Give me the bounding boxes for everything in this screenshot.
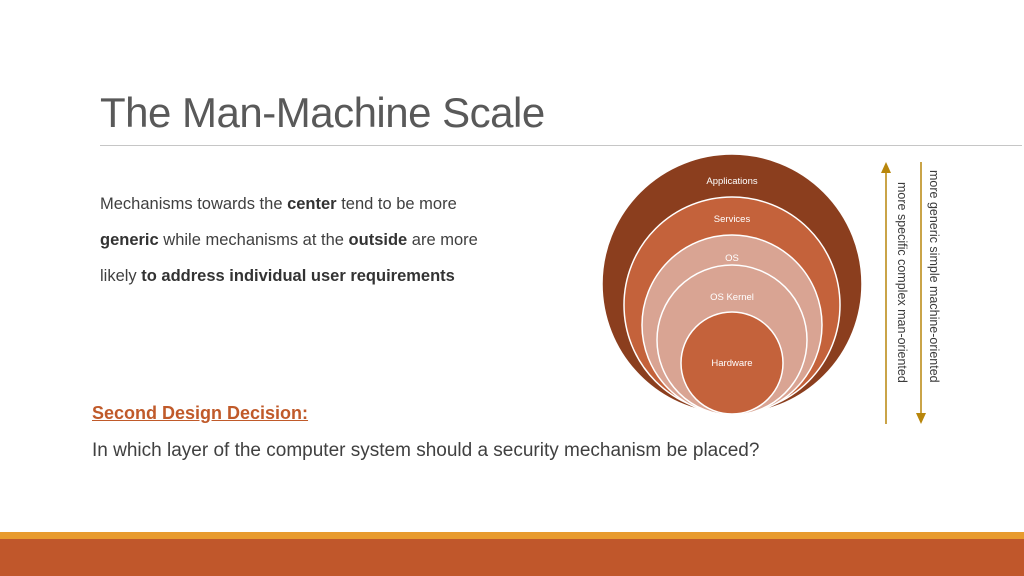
body-bold-center: center [287,195,337,213]
layer-label-os: OS [725,253,739,264]
body-text-segment: while mechanisms at the [158,231,349,249]
layer-label-applications: Applications [706,176,757,187]
body-text-segment: likely [100,267,142,285]
body-bold-outside: outside [348,231,408,249]
footer-band-accent [0,532,1024,539]
scale-label-specific: more specific complex man-oriented [895,182,909,383]
body-text-segment: Mechanisms towards the [100,195,288,213]
slide-title: The Man-Machine Scale [100,89,545,136]
scale-label-generic: more generic simple machine-oriented [927,170,941,383]
design-question-text: In which layer of the computer system sh… [92,440,760,461]
layer-hardware-circle [680,311,784,415]
body-paragraph: Mechanisms towards the center tend to be… [100,186,570,294]
layer-label-hardware: Hardware [711,358,752,369]
second-design-decision-heading: Second Design Decision: [92,403,309,423]
title-divider [100,145,1022,146]
footer-band [0,539,1024,576]
layer-label-services: Services [714,214,751,225]
body-text-segment: tend to be more [336,195,457,213]
body-text-segment: are more [407,231,478,249]
arrow-down-head [916,413,926,424]
arrow-up-head [881,162,891,173]
body-bold-generic: generic [100,231,159,249]
layer-label-os-kernel: OS Kernel [710,292,754,303]
body-bold-requirements: to address individual user requirements [141,267,455,285]
